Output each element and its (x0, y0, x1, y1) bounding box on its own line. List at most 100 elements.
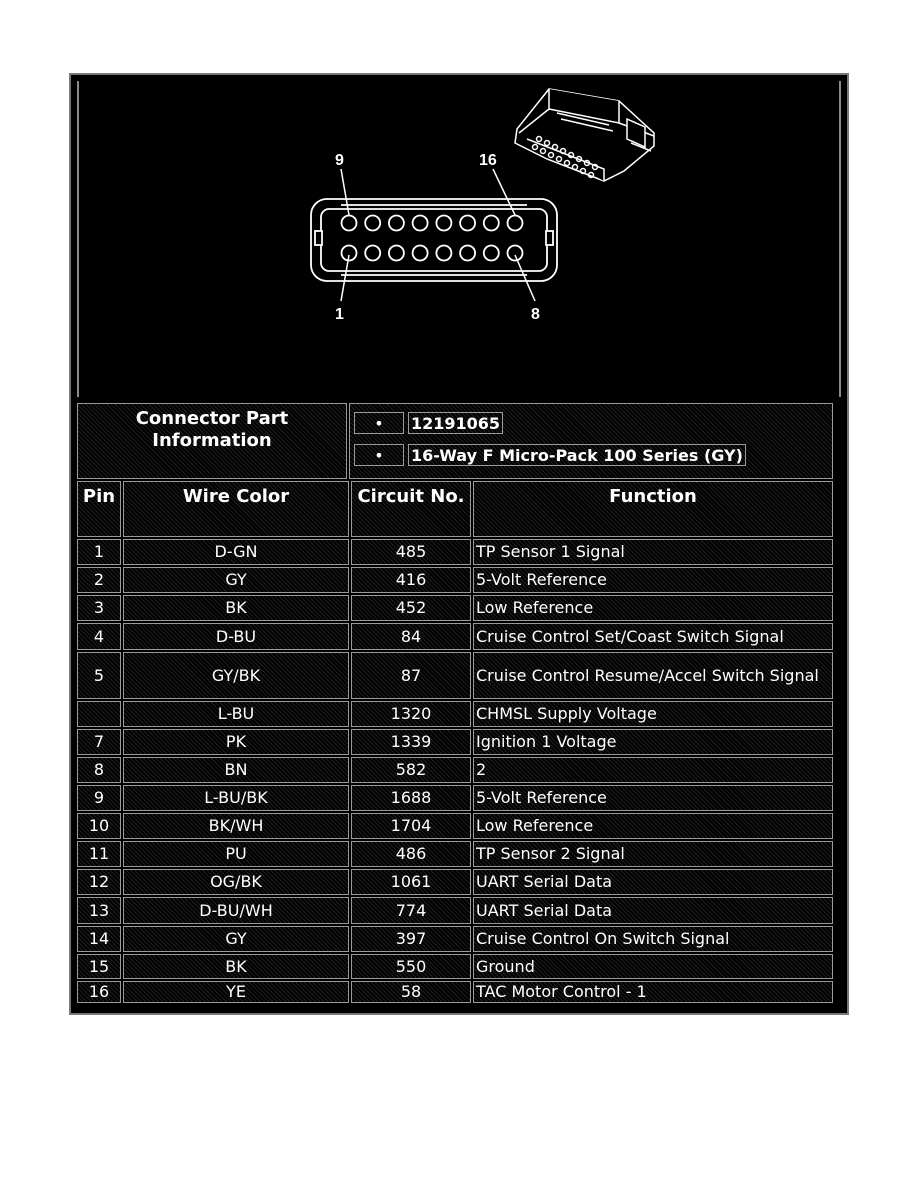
pin-cell: 12 (77, 869, 121, 895)
wire-color-cell: OG/BK (123, 869, 349, 895)
pin-cell: 14 (77, 926, 121, 952)
circuit-number-cell: 58 (351, 981, 471, 1003)
function-cell: Ignition 1 Voltage (473, 729, 833, 755)
connector-diagram: 9 16 1 8 (77, 81, 841, 397)
wire-color-cell: GY/BK (123, 652, 349, 699)
wire-color-cell: YE (123, 981, 349, 1003)
circuit-number-cell: 416 (351, 567, 471, 593)
pin-cell: 11 (77, 841, 121, 867)
pin-hole (387, 214, 405, 232)
document-frame: 9 16 1 8 Connector Part Information • 12… (69, 73, 849, 1015)
pin-label-8: 8 (531, 306, 540, 323)
wire-color-cell: D-GN (123, 539, 349, 565)
circuit-number-cell: 550 (351, 954, 471, 979)
circuit-number-cell: 1320 (351, 701, 471, 727)
wire-color-cell: D-BU/WH (123, 897, 349, 924)
header-function: Function (473, 481, 833, 537)
part-description-bullet: • (354, 444, 404, 466)
wire-color-cell: L-BU (123, 701, 349, 727)
connector-3d-illustration (514, 88, 655, 182)
function-cell: Ground (473, 954, 833, 979)
pin-hole (411, 214, 429, 232)
circuit-number-cell: 582 (351, 757, 471, 783)
pin-hole (340, 214, 358, 232)
circuit-number-cell: 1339 (351, 729, 471, 755)
wire-color-cell: BN (123, 757, 349, 783)
pin-hole (506, 214, 524, 232)
pin-hole (482, 244, 500, 262)
pin-hole (364, 244, 382, 262)
pin-hole (459, 244, 477, 262)
pin-hole (411, 244, 429, 262)
pin-label-9: 9 (335, 152, 344, 169)
pin-cell: 2 (77, 567, 121, 593)
function-cell: UART Serial Data (473, 869, 833, 895)
pin-hole (435, 214, 453, 232)
part-info-title-line2: Information (152, 430, 272, 451)
wire-color-cell: BK/WH (123, 813, 349, 839)
wire-color-cell: GY (123, 567, 349, 593)
pin-cell (77, 701, 121, 727)
pin-cell: 8 (77, 757, 121, 783)
wire-color-cell: PK (123, 729, 349, 755)
function-cell: CHMSL Supply Voltage (473, 701, 833, 727)
pin-hole (340, 244, 358, 262)
pin-holes (340, 214, 524, 262)
circuit-number-cell: 84 (351, 623, 471, 650)
circuit-number-cell: 486 (351, 841, 471, 867)
wire-color-cell: GY (123, 926, 349, 952)
circuit-number-cell: 1061 (351, 869, 471, 895)
pin-hole (506, 244, 524, 262)
function-cell: UART Serial Data (473, 897, 833, 924)
pin-label-16: 16 (479, 152, 497, 169)
circuit-number-cell: 397 (351, 926, 471, 952)
function-cell: 5-Volt Reference (473, 567, 833, 593)
connector-face-drawing: 9 16 1 8 (310, 88, 655, 323)
wire-color-cell: L-BU/BK (123, 785, 349, 811)
function-cell: Cruise Control Set/Coast Switch Signal (473, 623, 833, 650)
pin-cell: 15 (77, 954, 121, 979)
pin-cell: 13 (77, 897, 121, 924)
part-number-value: 12191065 (408, 412, 504, 434)
pin-label-1: 1 (335, 306, 344, 323)
function-cell: Low Reference (473, 595, 833, 621)
header-pin: Pin (77, 481, 121, 537)
header-wire-color: Wire Color (123, 481, 349, 537)
function-cell: 2 (473, 757, 833, 783)
pin-cell: 10 (77, 813, 121, 839)
circuit-number-cell: 87 (351, 652, 471, 699)
pin-cell: 7 (77, 729, 121, 755)
leader-lines (340, 168, 536, 302)
part-info-title-line1: Connector Part (135, 408, 289, 429)
pin-cell: 3 (77, 595, 121, 621)
pin-cell: 5 (77, 652, 121, 699)
pin-hole (459, 214, 477, 232)
pin-hole (482, 214, 500, 232)
pin-cell: 4 (77, 623, 121, 650)
part-number-bullet: • (354, 412, 404, 434)
wire-color-cell: BK (123, 595, 349, 621)
pin-hole (435, 244, 453, 262)
circuit-number-cell: 485 (351, 539, 471, 565)
function-cell: Cruise Control On Switch Signal (473, 926, 833, 952)
wire-color-cell: BK (123, 954, 349, 979)
circuit-number-cell: 1704 (351, 813, 471, 839)
function-cell: TAC Motor Control - 1 (473, 981, 833, 1003)
function-cell: Cruise Control Resume/Accel Switch Signa… (473, 652, 833, 699)
pin-hole (387, 244, 405, 262)
part-description-value: 16-Way F Micro-Pack 100 Series (GY) (408, 444, 746, 466)
circuit-number-cell: 452 (351, 595, 471, 621)
wire-color-cell: D-BU (123, 623, 349, 650)
circuit-number-cell: 774 (351, 897, 471, 924)
header-circuit-no: Circuit No. (351, 481, 471, 537)
function-cell: Low Reference (473, 813, 833, 839)
function-cell: 5-Volt Reference (473, 785, 833, 811)
circuit-number-cell: 1688 (351, 785, 471, 811)
part-info-values-cell: • 12191065 • 16-Way F Micro-Pack 100 Ser… (349, 403, 833, 479)
wire-color-cell: PU (123, 841, 349, 867)
pin-cell: 16 (77, 981, 121, 1003)
pin-cell: 1 (77, 539, 121, 565)
part-info-title-cell: Connector Part Information (77, 403, 347, 479)
pin-cell: 9 (77, 785, 121, 811)
pin-hole (364, 214, 382, 232)
